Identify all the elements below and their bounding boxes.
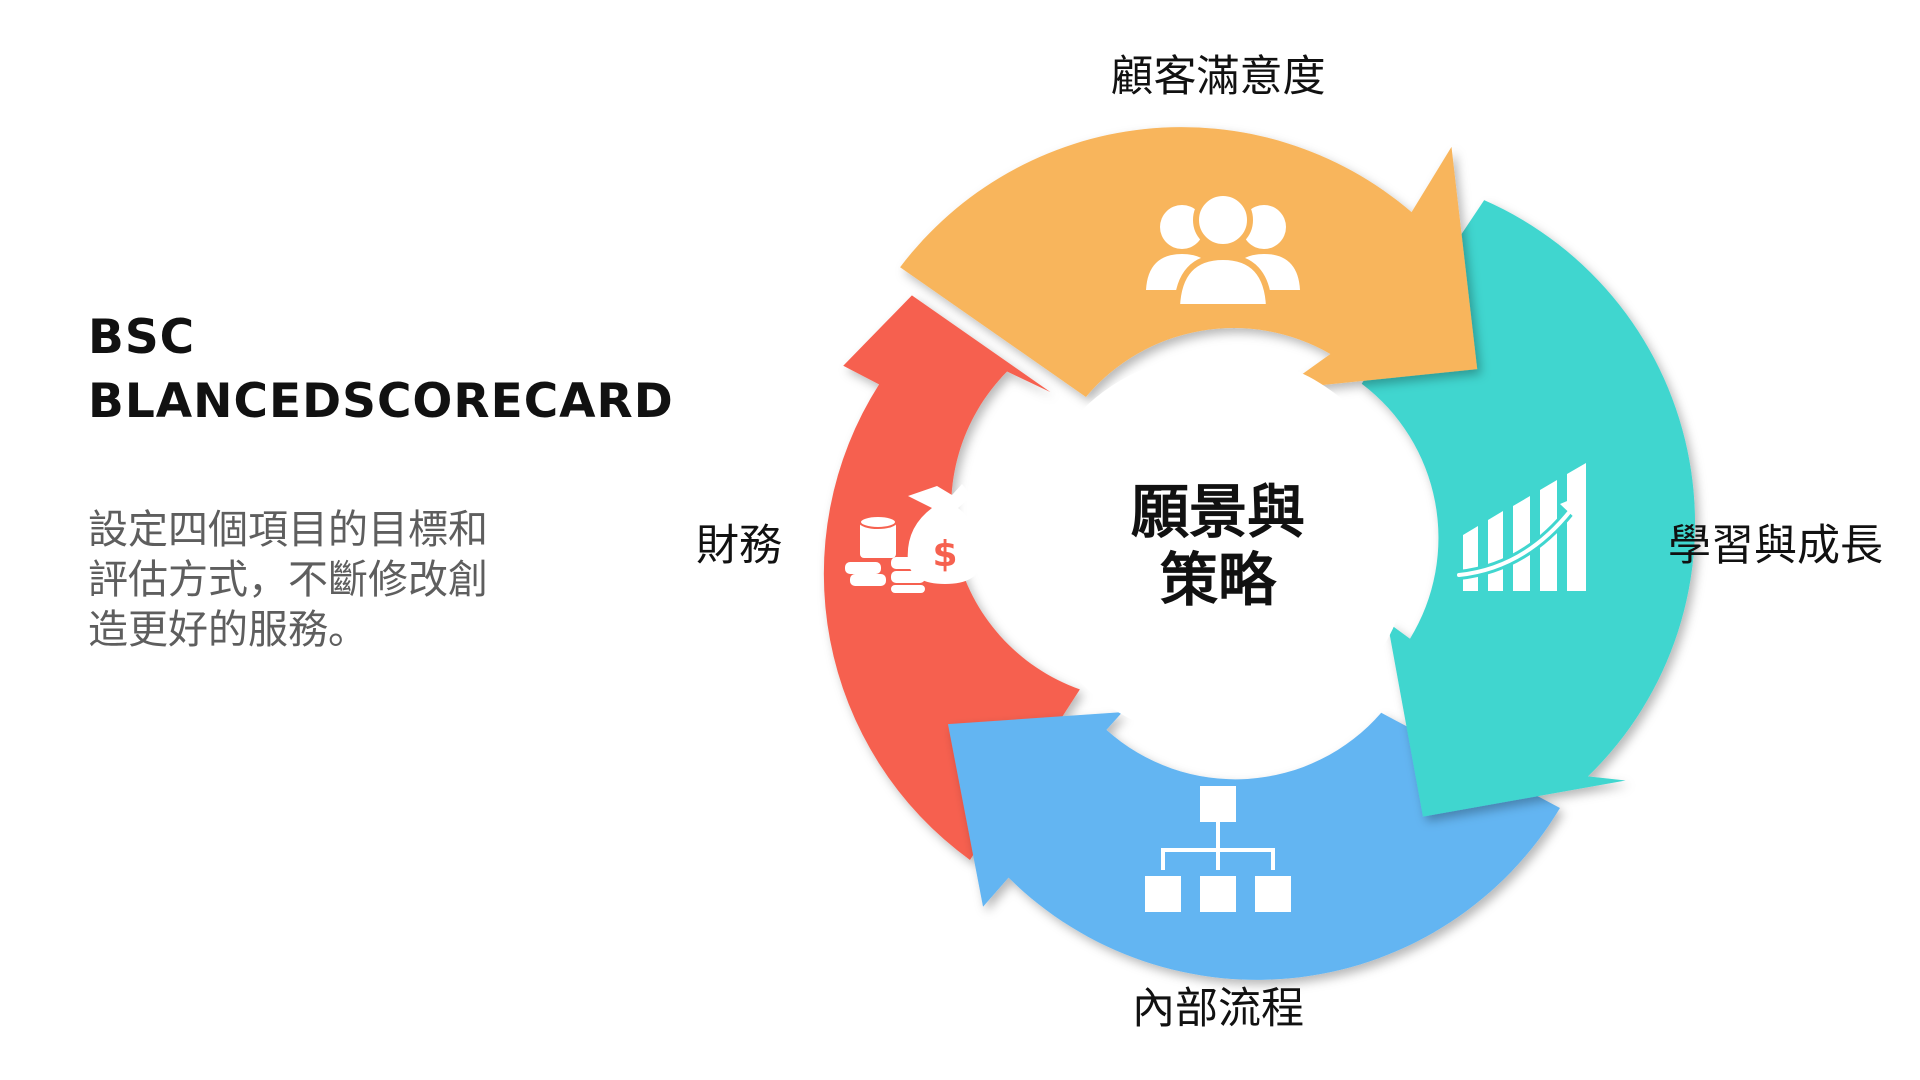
center-title-line-1: 願景與 [1131, 478, 1305, 546]
label-customer-satisfaction: 顧客滿意度 [1111, 52, 1326, 102]
label-learning-growth: 學習與成長 [1668, 521, 1883, 571]
money-bag-icon: $ [845, 484, 983, 593]
growth-chart-icon [1454, 463, 1586, 591]
page-title: BSC BLANCEDSCORECARD [88, 306, 674, 434]
svg-text:$: $ [932, 534, 957, 575]
description-text: 設定四個項目的目標和 評估方式，不斷修改創 造更好的服務。 [88, 507, 488, 653]
title-line-2: BLANCEDSCORECARD [88, 374, 674, 429]
center-circle [1025, 354, 1411, 740]
label-financial: 財務 [696, 521, 782, 571]
title-line-1: BSC [88, 310, 196, 365]
center-title-line-2: 策略 [1160, 546, 1277, 614]
org-chart-icon [1145, 786, 1291, 912]
arrow-internal-process [947, 712, 1560, 980]
label-internal-process: 內部流程 [1132, 984, 1304, 1034]
people-group-icon [1146, 190, 1300, 310]
